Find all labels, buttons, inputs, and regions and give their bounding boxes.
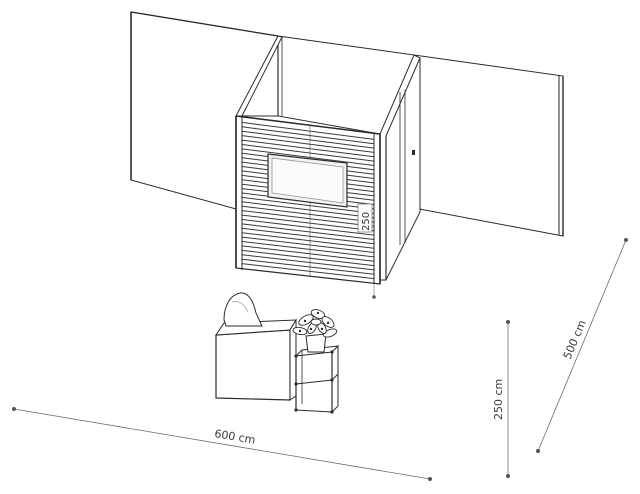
booth-front-facade: 250 — [235, 115, 381, 299]
facade-slat-line — [241, 201, 375, 219]
facade-slat-line — [241, 126, 375, 145]
right-back-wall — [413, 54, 564, 237]
facade-window — [267, 153, 348, 208]
reception-counter — [215, 318, 297, 401]
facade-slat-line — [241, 258, 375, 275]
facade-slat-line — [241, 232, 375, 249]
wall-height-tag: 250 — [357, 203, 373, 233]
facade-slat-line — [241, 219, 375, 236]
facade-slat-line — [241, 236, 375, 253]
facade-slat-line — [241, 196, 375, 214]
facade-slat-line — [241, 263, 375, 280]
facade-slat-line — [241, 139, 375, 158]
facade-slat-line — [241, 130, 375, 149]
wall-height-text: 250 — [361, 212, 372, 231]
facade-slat-line — [241, 205, 375, 223]
facade-slat-line — [241, 144, 375, 162]
facade-slat-line — [241, 121, 375, 140]
facade-slat-line — [241, 241, 375, 258]
facade-slat-line — [241, 135, 375, 153]
dimension-depth: 500 cm — [536, 238, 628, 453]
facade-slat-line — [241, 227, 375, 245]
facade-slat-line — [241, 254, 375, 271]
facade-slat-line — [241, 210, 375, 227]
facade-slat-line — [241, 249, 375, 267]
facade-slat-line — [241, 223, 375, 240]
facade-slat-line — [241, 214, 375, 232]
chair — [223, 292, 263, 327]
booth-right-side — [379, 54, 421, 281]
facade-slat-line — [241, 245, 375, 262]
dimension-width: 600 cm — [12, 407, 432, 481]
plant-icon — [292, 309, 338, 353]
height-dimension-label: 250 cm — [492, 379, 505, 420]
facade-slat-line — [241, 148, 375, 166]
shelf-unit — [294, 345, 340, 414]
dimension-height: 250 cm — [492, 320, 510, 478]
